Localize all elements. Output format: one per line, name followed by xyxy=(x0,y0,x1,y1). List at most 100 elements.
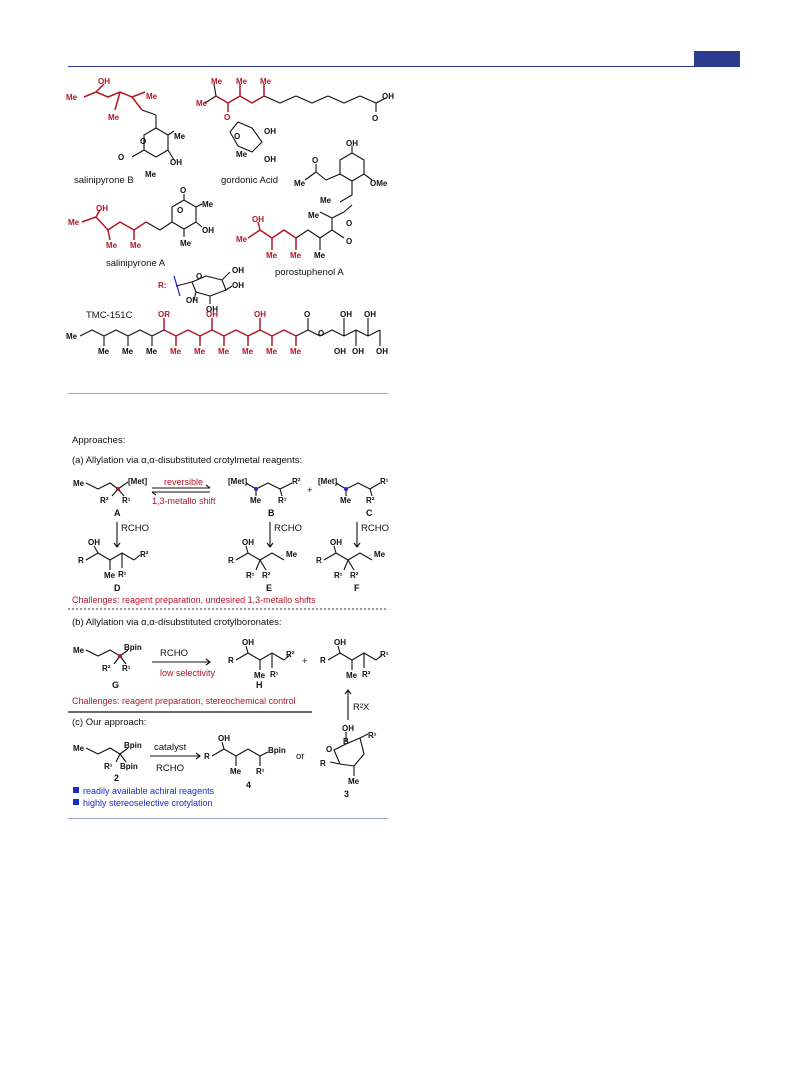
sa-oh: OH xyxy=(96,204,108,213)
scheme-bottom-rule xyxy=(68,818,388,819)
product-3 xyxy=(329,732,369,776)
pp-o-keto: O xyxy=(346,237,352,246)
ga-me1: Me xyxy=(211,77,223,86)
pp-me-b: Me xyxy=(266,251,278,260)
reagent-a xyxy=(85,481,129,497)
sugar-oh2: OH xyxy=(232,281,244,290)
pp-me-d: Me xyxy=(314,251,326,260)
h2-r1: R¹ xyxy=(380,650,389,659)
gordonic-acid-name: gordonic Acid xyxy=(221,175,278,186)
tmc-151c-name: TMC-151C xyxy=(86,310,133,321)
compound-b: B xyxy=(268,508,275,518)
sb-me1: Me xyxy=(66,93,78,102)
a-met: [Met] xyxy=(128,477,147,486)
rcho-a: RCHO xyxy=(121,523,149,534)
plus-sign: + xyxy=(307,485,313,496)
n4-r: R xyxy=(204,752,210,761)
f-r: R xyxy=(316,556,322,565)
g-r1: R¹ xyxy=(122,664,131,673)
compound-f: F xyxy=(354,583,360,593)
ga-me4: Me xyxy=(196,99,208,108)
compound-4: 4 xyxy=(246,780,251,790)
b-me: Me xyxy=(250,496,262,505)
sb-oh: OH xyxy=(98,77,110,86)
sa-me4: Me xyxy=(202,200,214,209)
d-r2: R² xyxy=(140,550,149,559)
pp-oh-top: OH xyxy=(346,139,358,148)
bullet-1: readily available achiral reagents xyxy=(83,786,215,796)
h2-oh: OH xyxy=(334,638,346,647)
bullet-2: highly stereoselective crotylation xyxy=(83,798,213,808)
product-h xyxy=(235,645,291,670)
reagent-c xyxy=(335,482,381,497)
rcho-c: RCHO xyxy=(361,523,389,534)
e-oh: OH xyxy=(242,538,254,547)
porostuphenol-a-structure xyxy=(247,204,353,250)
page-tab xyxy=(694,51,740,66)
sa-me5: Me xyxy=(180,239,192,248)
n3-r1: R¹ xyxy=(368,731,377,740)
n4-me: Me xyxy=(230,767,242,776)
pp-oh: OH xyxy=(252,215,264,224)
n4-r1: R¹ xyxy=(256,767,265,776)
tmc-me4: Me xyxy=(170,347,182,356)
reagent-2 xyxy=(85,747,129,763)
a-me: Me xyxy=(73,479,85,488)
porostuphenol-aryl xyxy=(304,146,373,203)
reagent-b xyxy=(245,482,293,497)
tmc-oh5: OH xyxy=(334,347,346,356)
n3-o: O xyxy=(326,745,332,754)
ga-oh: OH xyxy=(382,92,394,101)
tmc-me6: Me xyxy=(218,347,230,356)
e-r1: R¹ xyxy=(246,571,255,580)
tmc-oh4: OH xyxy=(364,310,376,319)
product-4 xyxy=(211,741,269,766)
arrow-c-head xyxy=(353,542,361,548)
header-rule xyxy=(68,66,740,67)
sb-o2: O xyxy=(118,153,124,162)
g-r2: R² xyxy=(102,664,111,673)
h-oh: OH xyxy=(242,638,254,647)
tmc-or: OR xyxy=(158,310,170,319)
challenges-a: Challenges: reagent preparation, undesir… xyxy=(72,595,316,605)
compound-3: 3 xyxy=(344,789,349,799)
approaches-heading: Approaches: xyxy=(72,435,125,446)
c-met: [Met] xyxy=(318,477,337,486)
tmc-me3: Me xyxy=(146,347,158,356)
h2-r2: R² xyxy=(362,670,371,679)
b-met: [Met] xyxy=(228,477,247,486)
h-r1: R¹ xyxy=(270,670,279,679)
rcho-g: RCHO xyxy=(160,648,188,659)
g-bpin: Bpin xyxy=(124,643,142,652)
g-me: Me xyxy=(73,646,85,655)
pp-me-top: Me xyxy=(294,179,306,188)
pp-o-side: O xyxy=(346,219,352,228)
ga-o3: O xyxy=(234,132,240,141)
compound-e: E xyxy=(266,583,272,593)
plus-sign-2: + xyxy=(302,656,308,667)
sa-me1: Me xyxy=(68,218,80,227)
e-r: R xyxy=(228,556,234,565)
challenges-b: Challenges: reagent preparation, stereoc… xyxy=(72,696,296,706)
porostuphenol-a-name: porostuphenol A xyxy=(275,267,344,278)
n2-bpin1: Bpin xyxy=(124,741,142,750)
low-selectivity: low selectivity xyxy=(160,668,216,678)
h-me: Me xyxy=(254,671,266,680)
sugar-o: O xyxy=(196,272,202,281)
compound-a: A xyxy=(114,508,121,518)
sa-o1: O xyxy=(180,186,186,195)
product-d xyxy=(85,545,141,570)
compound-d: D xyxy=(114,583,121,593)
ga-o: O xyxy=(224,113,230,122)
compound-h: H xyxy=(256,680,263,690)
product-f xyxy=(323,545,373,571)
ga-o2: O xyxy=(372,114,378,123)
sb-me5: Me xyxy=(145,170,157,179)
gordonic-acid-structure xyxy=(204,83,387,153)
ga-me5: Me xyxy=(236,150,248,159)
tmc-o2: O xyxy=(318,329,324,338)
n3-me: Me xyxy=(348,777,360,786)
e-r2: R² xyxy=(262,571,271,580)
bullet-square-1 xyxy=(73,787,79,793)
